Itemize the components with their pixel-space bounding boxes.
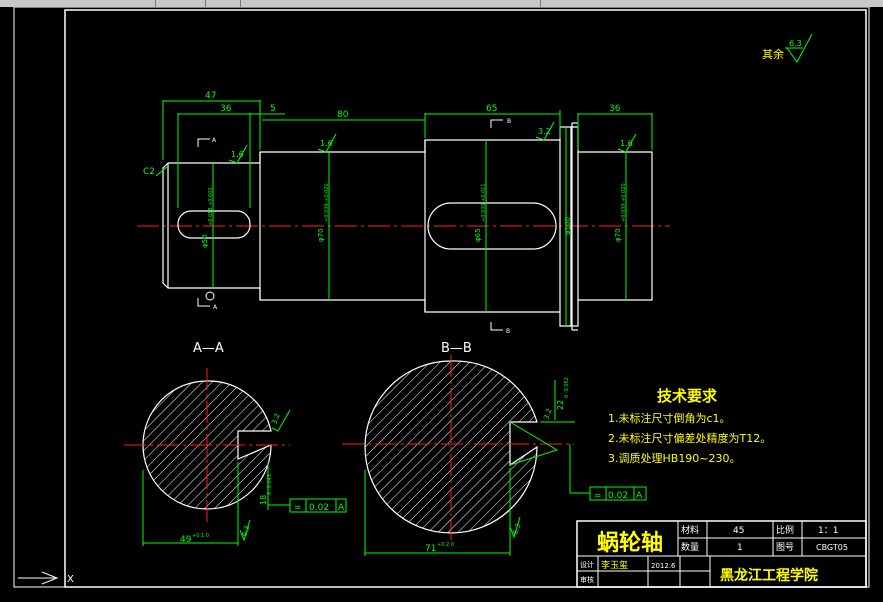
ucs-x-label: X bbox=[67, 574, 74, 585]
dia-70b-tol: +0.039 +0.020 bbox=[621, 183, 627, 222]
reviewer-label: 审核 bbox=[580, 575, 594, 584]
material-value: 45 bbox=[733, 526, 744, 536]
section-mark-a-top: A bbox=[212, 137, 217, 144]
bb-width-tol: +0.2 0 bbox=[437, 542, 454, 548]
dia-50-label: φ50 bbox=[201, 234, 209, 248]
section-bb-shape bbox=[364, 360, 538, 534]
drawer-label: 设计 bbox=[580, 560, 594, 569]
material-label: 材料 bbox=[681, 524, 699, 536]
bb-finish: 3.2 bbox=[542, 407, 553, 420]
shaft-main-view: φ50 +0.018 +0.002 φ70 +0.039 +0.020 φ65 … bbox=[137, 91, 670, 335]
tech-requirements: 技术要求 1.未标注尺寸倒角为c1。 2.未标注尺寸偏差处精度为T12。 3.调… bbox=[608, 387, 771, 465]
svg-text:=: = bbox=[594, 491, 602, 501]
tech-req-title: 技术要求 bbox=[657, 387, 718, 405]
rough-16b: 1.6 bbox=[320, 139, 333, 148]
svg-text:A: A bbox=[636, 491, 643, 501]
section-aa-view: A—A 49 +0.1 0 18 0 -0.043 3.2 6.3 = 0.02… bbox=[124, 341, 347, 546]
surface-finish-rest: 其余 6.3 bbox=[762, 33, 813, 63]
rough-16c: 1.6 bbox=[620, 139, 633, 148]
ucs-icon: X bbox=[18, 571, 74, 585]
toolbar-divider bbox=[240, 0, 241, 7]
scale-value: 1：1 bbox=[818, 526, 838, 536]
svg-text:=: = bbox=[294, 503, 302, 513]
part-name: 蜗轮轴 bbox=[597, 530, 663, 556]
dia-70a-tol: +0.039 +0.020 bbox=[324, 183, 330, 222]
dia-100-label: φ100 bbox=[564, 217, 572, 235]
section-aa-title: A—A bbox=[193, 341, 224, 356]
length-dim-lines bbox=[162, 100, 653, 208]
aa-depth-tol: 0 -0.043 bbox=[267, 474, 273, 495]
dim-36a: 36 bbox=[220, 104, 232, 114]
bb-width-dim: 71 bbox=[425, 544, 436, 554]
aa-finish-bottom: 6.3 bbox=[240, 524, 251, 537]
finish-rest-value: 6.3 bbox=[789, 39, 802, 48]
section-bb-view: B—B 71 +0.2 0 22 0 -0.052 3.2 6.3 = 0.02… bbox=[342, 341, 647, 556]
bb-depth-dim: 22 bbox=[556, 400, 565, 410]
aa-width-tol: +0.1 0 bbox=[192, 533, 209, 539]
dia-50-tol: +0.018 +0.002 bbox=[208, 187, 214, 226]
rough-16a: 1.6 bbox=[231, 150, 244, 159]
dia-65-tol: +0.030 +0.011 bbox=[481, 183, 487, 222]
dim-47: 47 bbox=[205, 91, 216, 101]
toolbar-divider bbox=[205, 0, 206, 7]
section-mark-b-top: B bbox=[507, 118, 511, 125]
section-mark-b-bottom: B bbox=[506, 328, 510, 335]
section-cut-marks bbox=[197, 119, 503, 331]
toolbar-strip bbox=[0, 0, 883, 7]
drawing-canvas[interactable]: 其余 6.3 bbox=[0, 7, 883, 602]
tech-req-item-2: 2.未标注尺寸偏差处精度为T12。 bbox=[608, 431, 771, 445]
scale-label: 比例 bbox=[776, 524, 794, 536]
drawer-name: 李玉玺 bbox=[601, 559, 628, 571]
dim-65: 65 bbox=[486, 104, 497, 114]
diameter-dim-lines bbox=[212, 127, 627, 326]
quantity-label: 数量 bbox=[681, 541, 699, 553]
toolbar-divider bbox=[155, 0, 156, 7]
aa-tolerance-frame: = 0.02 A bbox=[289, 498, 347, 513]
chamfer-leader bbox=[155, 165, 169, 177]
dia-70a-label: φ70 bbox=[317, 228, 325, 242]
aa-width-dim: 49 bbox=[180, 535, 192, 545]
aa-finish: 3.2 bbox=[270, 412, 281, 425]
school-name: 黑龙江工程学院 bbox=[720, 567, 818, 584]
rough-32: 3.2 bbox=[538, 127, 551, 136]
dim-5: 5 bbox=[270, 104, 276, 114]
dim-80: 80 bbox=[337, 110, 349, 120]
drawing-no-value: CBGT05 bbox=[816, 543, 848, 552]
svg-text:0.02: 0.02 bbox=[309, 503, 329, 513]
tech-req-item-1: 1.未标注尺寸倒角为c1。 bbox=[608, 411, 731, 425]
dia-70b-label: φ70 bbox=[614, 228, 622, 242]
svg-text:A: A bbox=[338, 503, 345, 513]
bb-depth-tol: 0 -0.052 bbox=[564, 377, 570, 398]
title-block: 蜗轮轴 材料 45 比例 1：1 数量 1 图号 CBGT05 设计 李玉玺 2… bbox=[576, 520, 867, 588]
quantity-value: 1 bbox=[737, 543, 743, 553]
bb-tolerance-frame: = 0.02 A bbox=[589, 486, 647, 501]
svg-text:0.02: 0.02 bbox=[608, 491, 628, 501]
section-bb-title: B—B bbox=[441, 341, 472, 356]
tech-req-item-3: 3.调质处理HB190~230。 bbox=[608, 452, 741, 465]
shaft-outline bbox=[162, 122, 653, 331]
roughness-symbols bbox=[228, 121, 637, 164]
aa-depth-dim: 18 bbox=[259, 495, 268, 505]
drawing-frame bbox=[13, 7, 870, 588]
dim-chamfer: C2 bbox=[143, 167, 155, 177]
finish-rest-label: 其余 bbox=[762, 47, 784, 61]
drawing-no-label: 图号 bbox=[776, 542, 794, 553]
dia-65-label: φ65 bbox=[474, 228, 482, 242]
section-mark-a-bottom: A bbox=[213, 304, 218, 311]
bb-finish-bottom: 6.3 bbox=[511, 522, 522, 535]
toolbar-divider bbox=[540, 0, 541, 7]
dim-36b: 36 bbox=[609, 104, 621, 114]
draw-date: 2012.6 bbox=[651, 562, 676, 570]
